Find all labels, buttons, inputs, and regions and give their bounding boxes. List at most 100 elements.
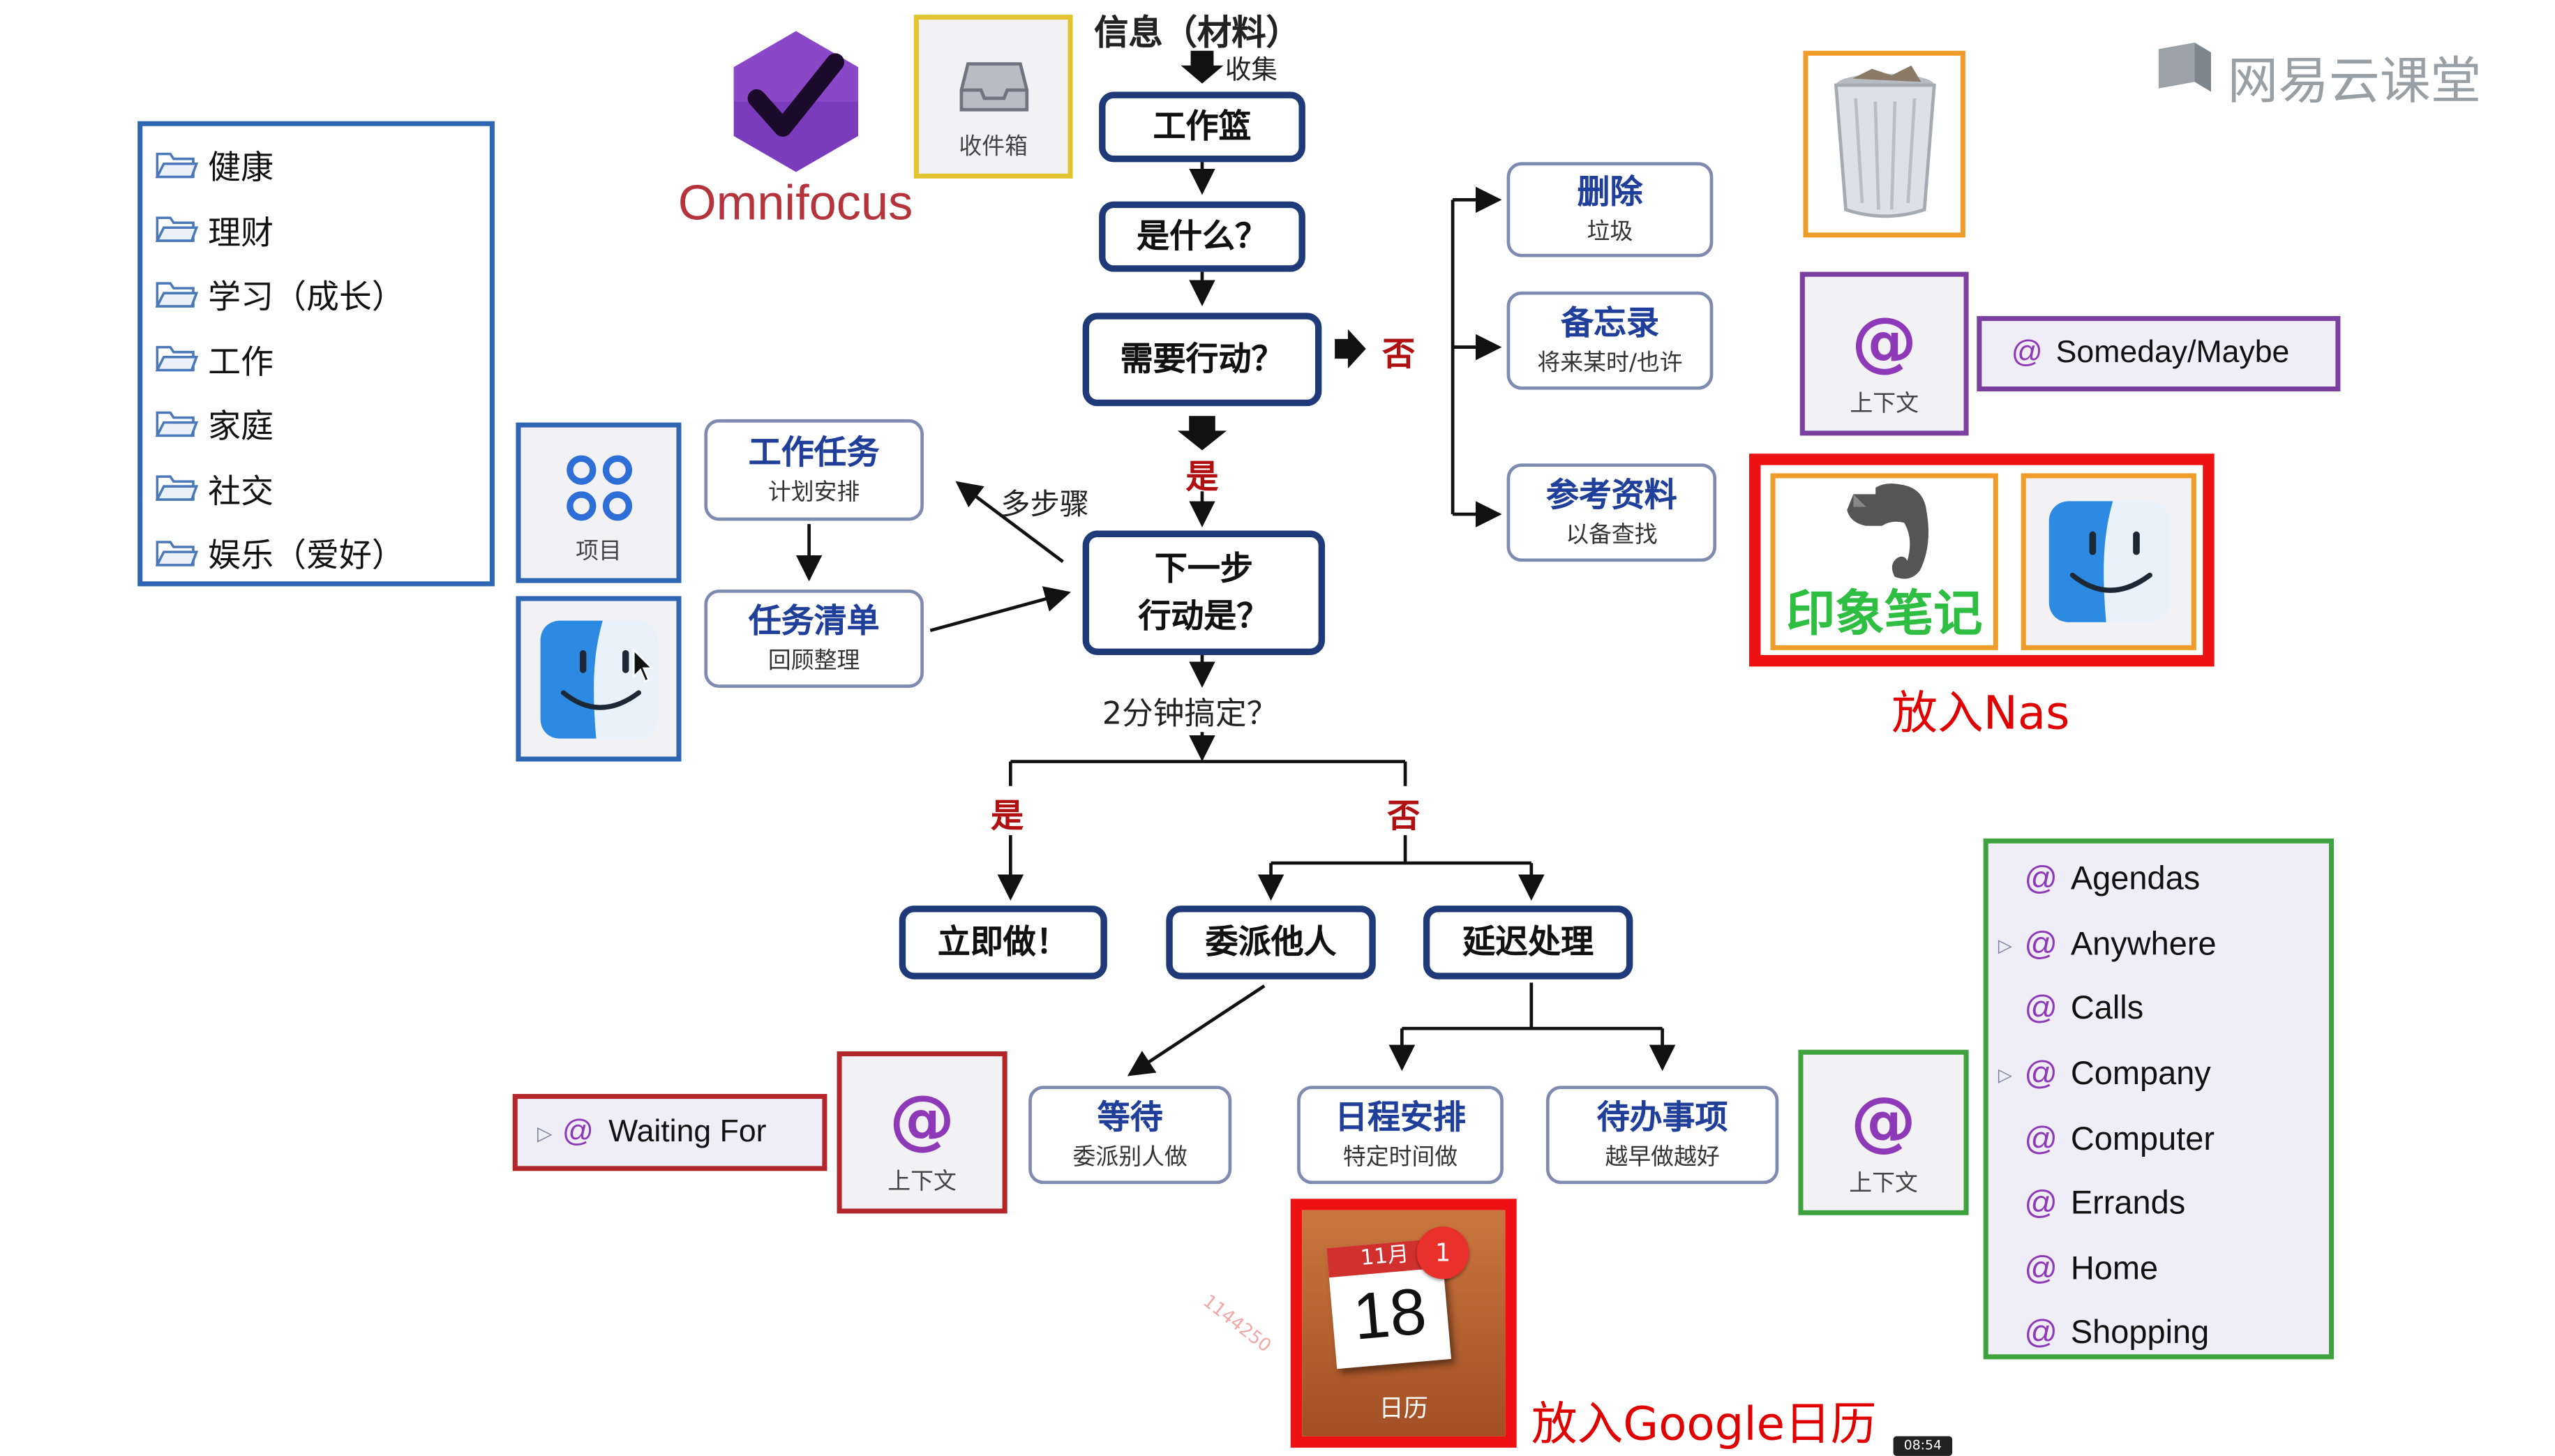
calendar-day: 18 (1350, 1275, 1430, 1354)
inbox-tray-icon (959, 62, 1028, 112)
context-at-icon: @ (2024, 926, 2058, 963)
no-label-1: 否 (1382, 333, 1416, 374)
schedule-box: 日程安排 特定时间做 (1297, 1086, 1504, 1185)
folder-icon (156, 346, 199, 372)
folder-item[interactable]: 社交 (156, 456, 490, 521)
someday-maybe-label: Someday/Maybe (2055, 336, 2290, 370)
calendar-month: 11月 (1359, 1243, 1410, 1272)
projects-box[interactable]: 项目 (516, 422, 682, 583)
folder-icon (156, 217, 199, 243)
delete-box: 删除 垃圾 (1506, 162, 1714, 257)
folder-label: 学习（成长） (208, 277, 405, 317)
folder-label: 社交 (208, 471, 274, 511)
at-icon: @ (1851, 304, 1917, 380)
context-item-label: Computer (2070, 1121, 2215, 1157)
folder-label: 娱乐（爱好） (208, 536, 405, 576)
context-at-icon: @ (562, 1114, 594, 1149)
context-item-label: Errands (2070, 1186, 2186, 1222)
evernote-box[interactable]: 印象笔记 (1770, 473, 1998, 650)
context-list-panel: @Agendas▷@Anywhere@Calls▷@Company@Comput… (1983, 838, 2335, 1360)
disclosure-triangle-icon[interactable]: ▷ (1998, 1066, 2012, 1086)
context-item[interactable]: ▷ @ Company (1988, 1043, 2329, 1108)
project-task-title: 工作任务 (748, 431, 880, 471)
folder-icon (156, 411, 199, 437)
context-item[interactable]: @ Errands (1988, 1173, 2329, 1238)
memo-title: 备忘录 (1561, 302, 1659, 342)
folder-item[interactable]: 健康 (156, 133, 490, 197)
context-label-top: 上下文 (1850, 391, 1919, 418)
reference-title: 参考资料 (1545, 474, 1677, 513)
finder-box[interactable] (516, 596, 682, 762)
context-item[interactable]: ▷ @ Anywhere (1988, 913, 2329, 978)
folder-item[interactable]: 家庭 (156, 391, 490, 456)
brand-name: 网易云课堂 (2227, 52, 2482, 112)
calendar-badge: 1 (1416, 1226, 1469, 1279)
next-step-line2: 行动是？ (1138, 596, 1270, 636)
context-at-icon: @ (2024, 991, 2058, 1028)
next-step-line1: 下一步 (1154, 548, 1253, 588)
context-box-green[interactable]: @ 上下文 (1798, 1049, 1969, 1215)
info-material-label: 信息（材料） (1094, 13, 1301, 53)
waiting-for-context[interactable]: ▷ @ Waiting For (512, 1094, 827, 1171)
memo-sub: 将来某时/也许 (1537, 350, 1683, 376)
folder-icon (156, 152, 199, 178)
folder-item[interactable]: 娱乐（爱好） (156, 520, 490, 585)
disclosure-triangle-icon[interactable]: ▷ (537, 1120, 553, 1144)
inbox-tray-box[interactable]: 收件箱 (913, 15, 1073, 179)
netease-logo-icon (2158, 43, 2211, 92)
todo-title: 待办事项 (1596, 1096, 1728, 1136)
defer-box: 延迟处理 (1423, 906, 1633, 980)
context-item[interactable]: @Shopping (1988, 1303, 2329, 1367)
wait-title: 等待 (1097, 1096, 1163, 1136)
context-item-label: Anywhere (2070, 926, 2217, 963)
put-in-google-calendar-note: 放入Google日历 (1531, 1397, 1877, 1451)
someday-maybe-context[interactable]: @ Someday/Maybe (1977, 316, 2341, 392)
finder-box-nas[interactable] (2021, 473, 2196, 650)
context-item[interactable]: @Computer (1988, 1108, 2329, 1173)
folder-item[interactable]: 工作 (156, 327, 490, 391)
folders-panel: 健康理财学习（成长） 工作家庭社交娱乐（爱好） (137, 121, 495, 587)
context-item[interactable]: @Agendas (1988, 848, 2329, 913)
context-item[interactable]: @Calls (1988, 978, 2329, 1043)
do-now-box: 立即做！ (899, 906, 1107, 980)
project-task-sub: 计划安排 (767, 479, 860, 506)
folder-list: 健康理财学习（成长） 工作家庭社交娱乐（爱好） (156, 133, 490, 585)
context-at-icon: @ (2011, 336, 2043, 370)
omnifocus-logo-icon (733, 31, 859, 172)
memo-box: 备忘录 将来某时/也许 (1506, 291, 1714, 390)
video-time-badge: 08:54 (1893, 1436, 1953, 1456)
wait-sub: 委派别人做 (1072, 1143, 1187, 1171)
context-item-label: Agendas (2070, 862, 2201, 899)
delete-sub: 垃圾 (1587, 218, 1633, 245)
folder-label: 理财 (208, 212, 274, 252)
trash-box[interactable] (1803, 50, 1965, 238)
context-label-red: 上下文 (887, 1169, 957, 1196)
todo-box: 待办事项 越早做越好 (1545, 1086, 1779, 1185)
context-at-icon: @ (2024, 1251, 2058, 1287)
context-at-icon: @ (2024, 1056, 2058, 1093)
context-label-green: 上下文 (1849, 1171, 1918, 1197)
folder-item[interactable]: 学习（成长） (156, 262, 490, 327)
yes-label-1: 是 (1185, 456, 1219, 497)
folder-icon (156, 540, 199, 566)
context-box-top[interactable]: @ 上下文 (1799, 271, 1969, 436)
todo-sub: 越早做越好 (1605, 1143, 1720, 1171)
at-icon: @ (1850, 1083, 1917, 1159)
calendar-box[interactable]: 11月 18 1 日历 (1302, 1210, 1506, 1436)
disclosure-triangle-icon[interactable]: ▷ (1998, 936, 2012, 956)
context-box-red[interactable]: @ 上下文 (837, 1051, 1007, 1214)
finder-icon (539, 620, 658, 738)
what-is-it-box: 是什么？ (1099, 201, 1305, 272)
context-at-icon: @ (2024, 1186, 2058, 1222)
context-at-icon: @ (2024, 1316, 2058, 1352)
projects-icon (566, 455, 631, 521)
reference-sub: 以备查找 (1566, 521, 1658, 548)
context-item[interactable]: @ Home (1988, 1238, 2329, 1303)
folder-label: 健康 (208, 147, 274, 188)
context-item-label: Company (2070, 1056, 2211, 1093)
next-step-box: 下一步 行动是？ (1082, 530, 1326, 655)
at-icon: @ (889, 1082, 955, 1158)
context-item-label: Home (2070, 1251, 2159, 1287)
folder-item[interactable]: 理财 (156, 197, 490, 262)
